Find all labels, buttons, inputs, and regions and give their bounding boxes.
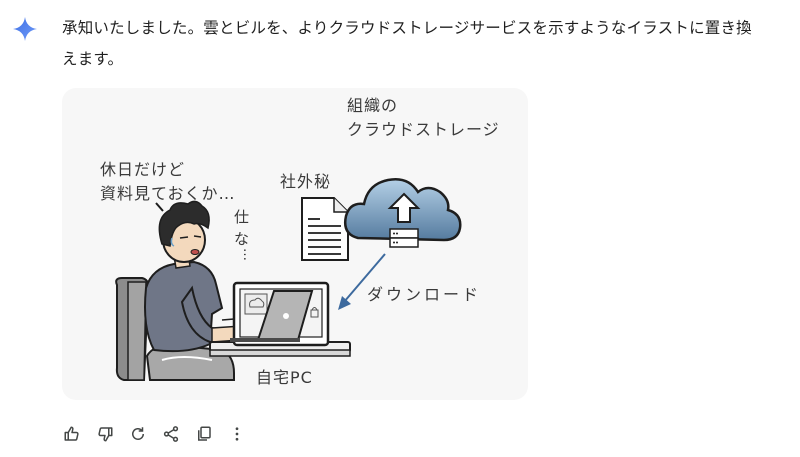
- generated-illustration[interactable]: 組織の クラウドストレージ 休日だけど 資料見ておくか… 仕 な … 社外秘 ダ…: [62, 88, 528, 400]
- refresh-icon: [132, 427, 144, 440]
- mutter-line-1: 仕: [234, 208, 251, 226]
- message-line-2: えます。: [62, 50, 124, 68]
- laptop: [230, 290, 314, 342]
- document-icon: [301, 197, 349, 261]
- chair: [115, 277, 150, 381]
- thought-line-2: 資料見ておくか…: [100, 184, 236, 203]
- cloud-title-line-1: 組織の: [347, 96, 399, 115]
- gemini-sparkle-icon: [12, 16, 38, 42]
- pc-label: 自宅PC: [256, 368, 313, 387]
- thought-line-1: 休日だけど: [100, 160, 186, 179]
- mutter-line-2: な: [234, 230, 251, 248]
- thumbs-down-icon: [98, 427, 113, 442]
- cloud-title-line-2: クラウドストレージ: [347, 120, 500, 139]
- document-label: 社外秘: [280, 172, 332, 191]
- more-vert-icon: [235, 427, 239, 441]
- assistant-message: 承知いたしました。雲とビルを、よりクラウドストレージサービスを示すようなイラスト…: [62, 13, 792, 75]
- illustration-artwork: [115, 178, 462, 381]
- share-button[interactable]: [159, 422, 183, 446]
- download-arrow: [338, 253, 386, 310]
- mutter-line-3: …: [240, 248, 255, 262]
- more-options-button[interactable]: [225, 422, 249, 446]
- cloud-storage-icon: [344, 178, 462, 248]
- download-label: ダウンロード: [367, 285, 482, 304]
- share-icon: [163, 426, 179, 442]
- thumbs-up-button[interactable]: [60, 422, 84, 446]
- regenerate-button[interactable]: [126, 422, 150, 446]
- copy-icon: [198, 426, 211, 441]
- copy-button[interactable]: [192, 422, 216, 446]
- response-actions: [60, 422, 249, 446]
- thumbs-up-icon: [64, 426, 79, 441]
- thumbs-down-button[interactable]: [93, 422, 117, 446]
- message-line-1: 承知いたしました。雲とビルを、よりクラウドストレージサービスを示すようなイラスト…: [62, 19, 752, 37]
